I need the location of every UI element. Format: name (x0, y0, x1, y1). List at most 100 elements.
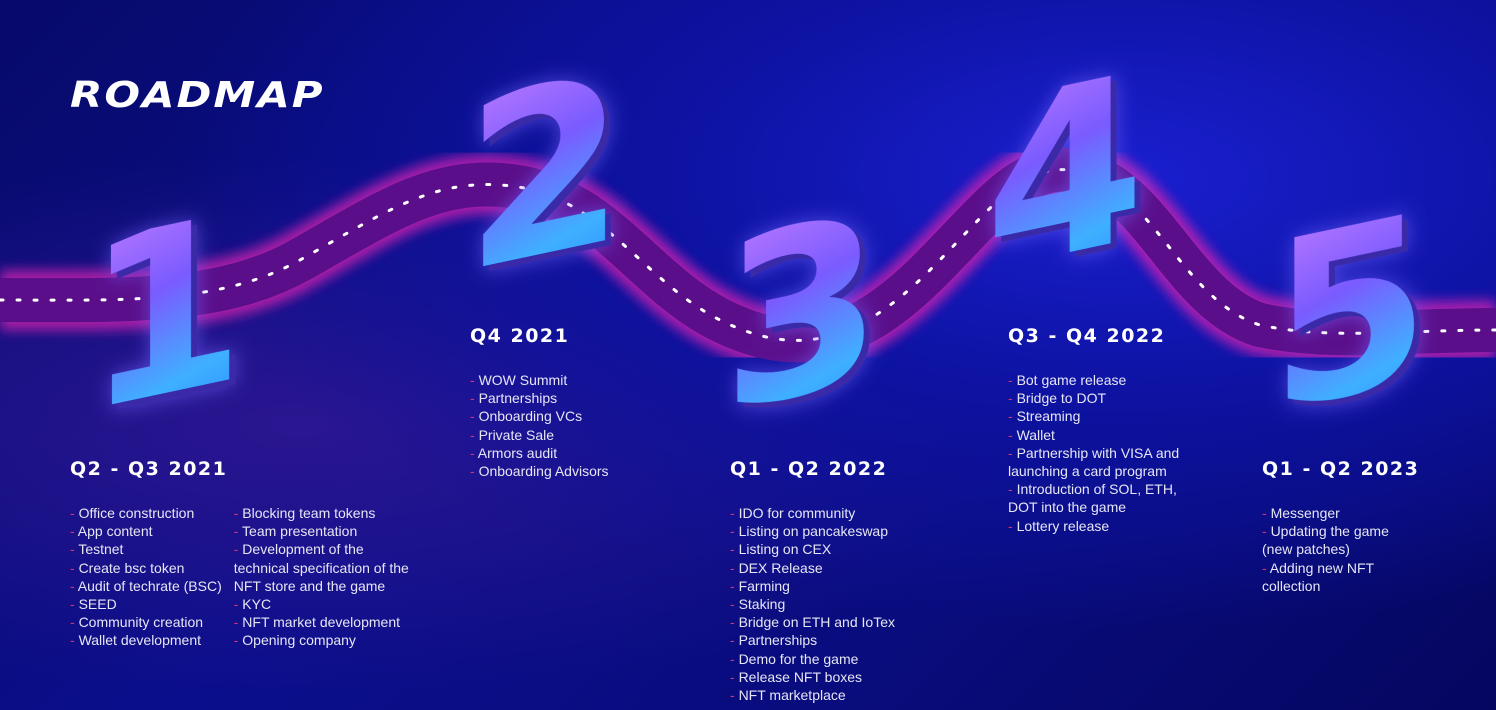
milestone-text: NFT market development (242, 614, 400, 631)
milestone-item: - Partnerships (470, 389, 609, 407)
milestone-list: - Blocking team tokens- Team presentatio… (234, 504, 409, 650)
milestone-text: Streaming (1016, 408, 1081, 425)
milestone-item: - Bridge on ETH and IoTex (730, 613, 895, 631)
bullet-dash: - (70, 596, 79, 613)
milestone-text: Community creation (78, 614, 204, 631)
bullet-dash: - (233, 632, 243, 649)
milestone-text: Adding new NFT collection (1262, 559, 1375, 594)
bullet-dash: - (470, 463, 479, 480)
bullet-dash: - (730, 577, 739, 594)
bullet-dash: - (730, 505, 739, 521)
bullet-dash: - (1008, 408, 1017, 425)
milestone-item: - Updating the game (new patches) (1262, 522, 1389, 558)
bullet-dash: - (730, 650, 739, 667)
milestone-item: - Blocking team tokens (234, 504, 409, 522)
milestone-item: - App content (70, 522, 222, 540)
milestone-item: - Demo for the game (730, 650, 895, 668)
milestone-item: - Office construction (70, 504, 222, 522)
bullet-dash: - (233, 523, 243, 540)
milestone-item: - Private Sale (470, 426, 609, 444)
milestone-text: Updating the game (new patches) (1262, 523, 1389, 558)
bullet-dash: - (470, 426, 479, 443)
milestone-number-5: 5 (1270, 163, 1431, 466)
bullet-dash: - (70, 614, 79, 631)
milestone-text: Opening company (242, 632, 356, 649)
milestone-list: - WOW Summit- Partnerships- Onboarding V… (470, 371, 609, 480)
milestone-item: - Adding new NFT collection (1262, 559, 1389, 595)
milestone-text: Partnership with VISA and launching a ca… (1008, 444, 1180, 480)
milestone-text: Create bsc token (78, 559, 185, 576)
bullet-dash: - (1262, 505, 1271, 521)
bullet-dash: - (730, 687, 739, 704)
milestone-item: - Streaming (1008, 407, 1179, 425)
bullet-dash: - (1008, 390, 1017, 407)
milestone-number-1: 1 (85, 163, 246, 466)
bullet-dash: - (730, 668, 739, 685)
milestone-item: - Bridge to DOT (1008, 389, 1179, 407)
bullet-dash: - (730, 614, 739, 631)
bullet-dash: - (233, 614, 243, 631)
milestone-text: Listing on pancakeswap (738, 523, 888, 540)
milestone-item: - SEED (70, 595, 222, 613)
milestone-text: Partnerships (478, 390, 558, 407)
bullet-dash: - (1008, 481, 1017, 498)
milestone-text: Development of the technical specificati… (233, 541, 409, 594)
bullet-dash: - (1262, 523, 1271, 540)
milestone-item: - Listing on CEX (730, 540, 895, 558)
milestone-item: - Audit of techrate (BSC) (70, 577, 222, 595)
milestone-text: Staking (738, 596, 786, 613)
milestone-text: NFT marketplace (738, 687, 846, 704)
bullet-dash: - (1008, 517, 1017, 534)
bullet-dash: - (70, 577, 78, 594)
milestone-item: - Partnerships (730, 631, 895, 649)
milestone-text: Farming (738, 577, 790, 594)
milestone-item: - Wallet development (70, 631, 222, 649)
milestone-text: DEX Release (738, 559, 823, 576)
milestone-item: - Team presentation (234, 522, 409, 540)
milestone-item: - Onboarding Advisors (470, 462, 609, 480)
bullet-dash: - (730, 541, 739, 558)
bullet-dash: - (233, 596, 243, 613)
bullet-dash: - (730, 559, 739, 576)
bullet-dash: - (730, 523, 739, 540)
bullet-dash: - (470, 372, 479, 388)
milestone-item: - IDO for community (730, 504, 895, 522)
bullet-dash: - (233, 505, 243, 521)
milestone-item: - KYC (234, 595, 409, 613)
milestone-list: - IDO for community- Listing on pancakes… (730, 504, 895, 704)
bullet-dash: - (1008, 444, 1017, 461)
phase-heading: Q3 - Q4 2022 (1008, 325, 1166, 347)
milestone-item: - WOW Summit (470, 371, 609, 389)
milestone-item: - Testnet (70, 540, 222, 558)
bullet-dash: - (470, 444, 478, 461)
milestone-item: - Armors audit (470, 444, 609, 462)
bullet-dash: - (1008, 426, 1017, 443)
milestone-item: - Create bsc token (70, 559, 222, 577)
phase-heading: Q1 - Q2 2022 (730, 458, 888, 480)
milestone-text: Testnet (78, 541, 124, 558)
milestone-text: Wallet (1016, 426, 1055, 443)
milestone-text: Listing on CEX (738, 541, 832, 558)
phase-heading: Q2 - Q3 2021 (70, 458, 228, 480)
phase-heading: Q4 2021 (470, 325, 570, 347)
bullet-dash: - (730, 596, 739, 613)
milestone-number-3: 3 (722, 163, 883, 466)
milestone-text: KYC (242, 596, 272, 613)
milestone-text: WOW Summit (478, 372, 568, 388)
milestone-item: - Community creation (70, 613, 222, 631)
milestone-item: - NFT marketplace (730, 686, 895, 704)
milestone-item: - Partnership with VISA and launching a … (1008, 444, 1179, 480)
milestone-text: Private Sale (478, 426, 555, 443)
milestone-text: Bot game release (1016, 372, 1127, 388)
milestone-item: - NFT market development (234, 613, 409, 631)
bullet-dash: - (70, 523, 78, 540)
phase-2: Q4 2021- WOW Summit- Partnerships- Onboa… (470, 325, 609, 480)
milestone-text: Bridge on ETH and IoTex (738, 614, 895, 631)
bullet-dash: - (470, 390, 479, 407)
bullet-dash: - (470, 408, 479, 425)
bullet-dash: - (233, 541, 243, 558)
milestone-text: Partnerships (738, 632, 818, 649)
milestone-item: - Staking (730, 595, 895, 613)
milestone-text: App content (77, 523, 153, 540)
